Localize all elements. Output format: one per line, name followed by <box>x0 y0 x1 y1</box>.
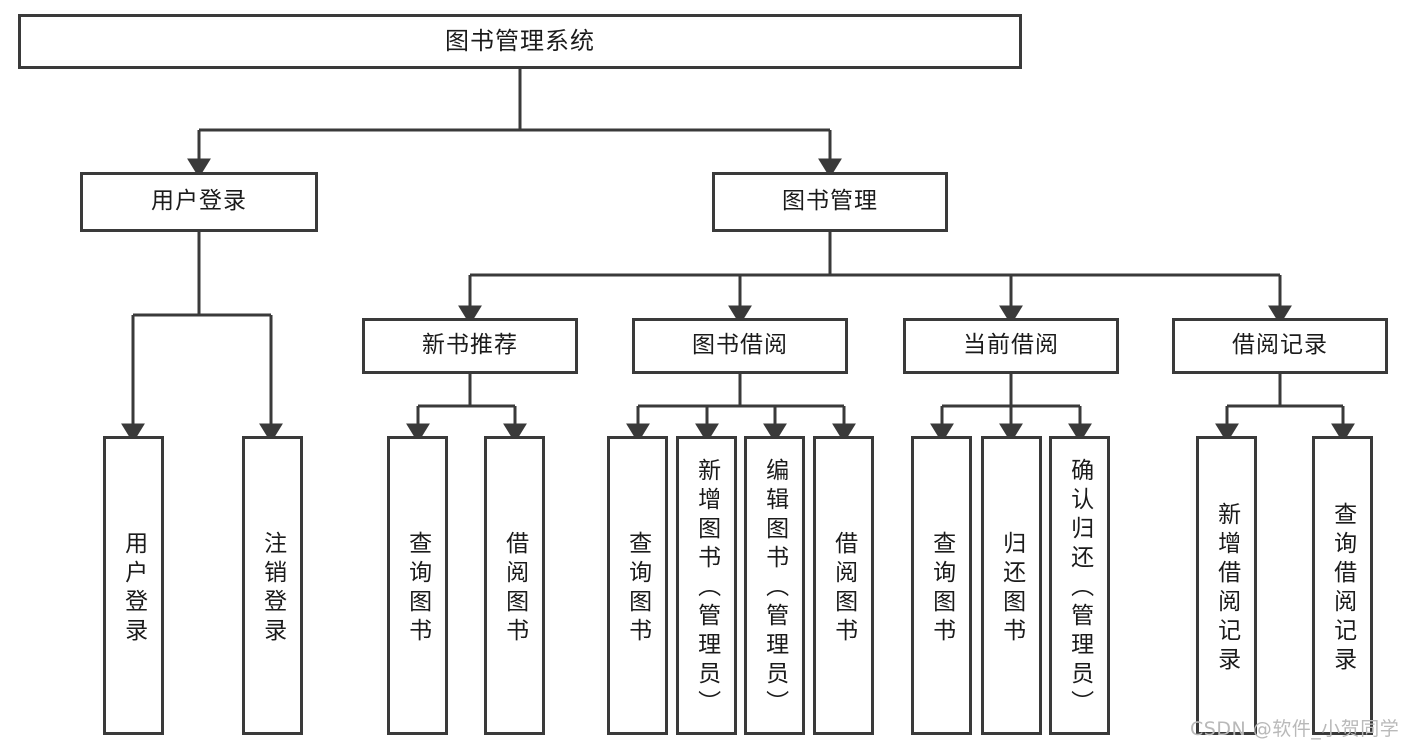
leaf-user-login-label: 用户登录 <box>120 530 147 647</box>
leaf-borrow-add-book-admin-label: 新增图书（管理员） <box>693 458 720 719</box>
leaf-current-confirm-return-admin-label: 确认归还（管理员） <box>1066 458 1093 719</box>
leaf-newbook-borrow-book[interactable]: 借阅图书 <box>484 436 545 735</box>
node-book-management[interactable]: 图书管理 <box>712 172 948 232</box>
leaf-record-add-record[interactable]: 新增借阅记录 <box>1196 436 1257 735</box>
node-new-book-recommend[interactable]: 新书推荐 <box>362 318 578 374</box>
leaf-record-query-record[interactable]: 查询借阅记录 <box>1312 436 1373 735</box>
node-user-login-label: 用户登录 <box>151 188 247 215</box>
node-book-borrow[interactable]: 图书借阅 <box>632 318 848 374</box>
leaf-record-query-record-label: 查询借阅记录 <box>1329 501 1356 676</box>
leaf-logout-label: 注销登录 <box>259 530 286 647</box>
leaf-newbook-borrow-book-label: 借阅图书 <box>501 530 528 647</box>
node-new-book-recommend-label: 新书推荐 <box>422 332 518 359</box>
leaf-borrow-query-book-label: 查询图书 <box>624 530 651 647</box>
leaf-borrow-edit-book-admin-label: 编辑图书（管理员） <box>761 458 788 719</box>
leaf-current-return-book[interactable]: 归还图书 <box>981 436 1042 735</box>
leaf-newbook-query-book-label: 查询图书 <box>404 530 431 647</box>
leaf-current-query-book-label: 查询图书 <box>928 530 955 647</box>
node-user-login[interactable]: 用户登录 <box>80 172 318 232</box>
leaf-current-return-book-label: 归还图书 <box>998 530 1025 647</box>
node-root-label: 图书管理系统 <box>445 27 595 56</box>
node-book-management-label: 图书管理 <box>782 188 878 215</box>
leaf-logout[interactable]: 注销登录 <box>242 436 303 735</box>
leaf-current-query-book[interactable]: 查询图书 <box>911 436 972 735</box>
leaf-user-login[interactable]: 用户登录 <box>103 436 164 735</box>
leaf-newbook-query-book[interactable]: 查询图书 <box>387 436 448 735</box>
node-current-borrow[interactable]: 当前借阅 <box>903 318 1119 374</box>
leaf-record-add-record-label: 新增借阅记录 <box>1213 501 1240 676</box>
leaf-current-confirm-return-admin[interactable]: 确认归还（管理员） <box>1049 436 1110 735</box>
node-book-borrow-label: 图书借阅 <box>692 332 788 359</box>
node-borrow-record-label: 借阅记录 <box>1232 332 1328 359</box>
node-borrow-record[interactable]: 借阅记录 <box>1172 318 1388 374</box>
leaf-borrow-borrow-book[interactable]: 借阅图书 <box>813 436 874 735</box>
leaf-borrow-edit-book-admin[interactable]: 编辑图书（管理员） <box>744 436 805 735</box>
csdn-watermark: CSDN @软件_小贺同学 <box>1190 718 1400 740</box>
leaf-borrow-borrow-book-label: 借阅图书 <box>830 530 857 647</box>
leaf-borrow-query-book[interactable]: 查询图书 <box>607 436 668 735</box>
node-current-borrow-label: 当前借阅 <box>963 332 1059 359</box>
leaf-borrow-add-book-admin[interactable]: 新增图书（管理员） <box>676 436 737 735</box>
node-root[interactable]: 图书管理系统 <box>18 14 1022 69</box>
